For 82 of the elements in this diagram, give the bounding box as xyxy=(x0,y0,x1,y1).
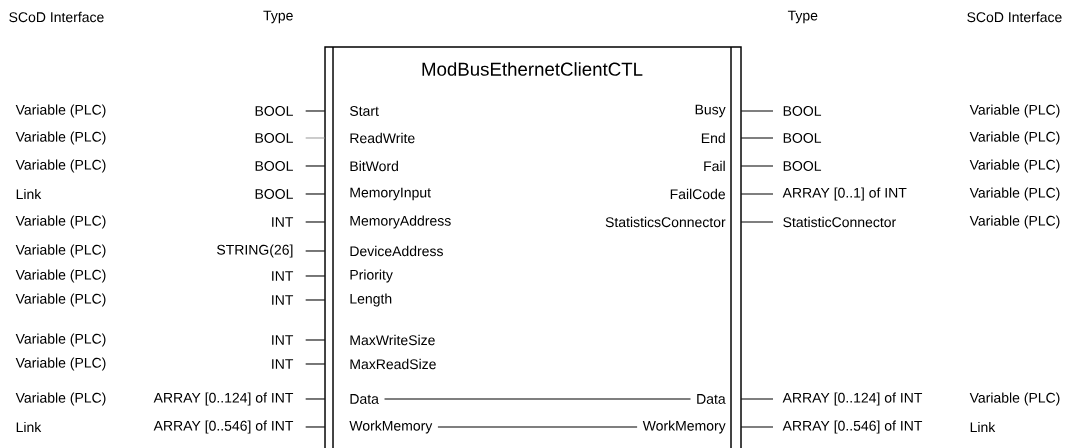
data-type: INT xyxy=(272,359,294,369)
pin-name: Priority xyxy=(350,269,393,283)
connector-line xyxy=(305,165,326,167)
connector-line xyxy=(305,426,326,428)
interface-label: Variable (PLC) xyxy=(15,269,106,283)
interface-label: Variable (PLC) xyxy=(969,159,1060,173)
connector-line xyxy=(740,137,774,139)
pin-name: Data xyxy=(697,394,726,404)
interface-label: Variable (PLC) xyxy=(969,187,1060,201)
data-type: BOOL xyxy=(255,161,293,171)
interface-label: Variable (PLC) xyxy=(969,215,1060,229)
pin-name: Start xyxy=(349,106,379,116)
data-type: INT xyxy=(272,295,294,305)
interface-label: Variable (PLC) xyxy=(15,159,106,173)
interface-label: Variable (PLC) xyxy=(15,104,106,118)
interface-label: Link xyxy=(16,421,42,433)
pin-name: MaxWriteSize xyxy=(350,334,435,346)
pin-name: MemoryAddress xyxy=(350,215,451,229)
pin-name: End xyxy=(701,132,725,144)
interface-label: Variable (PLC) xyxy=(969,392,1060,406)
data-type: StatisticConnector xyxy=(783,216,896,228)
interface-label: Variable (PLC) xyxy=(15,392,106,406)
data-type: BOOL xyxy=(783,133,822,143)
data-type: ARRAY [0..1] of INT xyxy=(782,187,907,201)
interface-label: Variable (PLC) xyxy=(15,131,106,145)
pin-name: BitWord xyxy=(350,160,398,172)
interface-label: Variable (PLC) xyxy=(15,357,106,371)
data-type: BOOL xyxy=(783,106,822,116)
data-type: BOOL xyxy=(255,189,293,199)
interface-label: Variable (PLC) xyxy=(15,244,106,258)
connector-line xyxy=(305,339,326,341)
column-header: SCoD Interface xyxy=(9,11,104,23)
connector-line xyxy=(740,110,774,112)
column-header: Type xyxy=(787,10,818,24)
interface-label: Variable (PLC) xyxy=(15,333,106,347)
pin-name: DeviceAddress xyxy=(350,245,443,257)
interface-label: Link xyxy=(16,188,42,200)
connector-line xyxy=(305,275,326,277)
data-type: INT xyxy=(272,335,294,345)
data-type: BOOL xyxy=(255,133,293,143)
interface-label: Link xyxy=(970,421,996,433)
pin-name: MemoryInput xyxy=(350,187,431,201)
connector-line xyxy=(305,193,326,195)
pin-name: MaxReadSize xyxy=(350,358,436,370)
data-type: INT xyxy=(272,217,294,227)
interface-label: Variable (PLC) xyxy=(15,215,106,229)
connector-line xyxy=(305,137,326,139)
pin-name: ReadWrite xyxy=(350,132,415,144)
connector-line xyxy=(383,398,692,400)
connector-line xyxy=(740,165,774,167)
pin-name: Data xyxy=(350,394,379,404)
connector-line xyxy=(740,193,774,195)
column-header: SCoD Interface xyxy=(967,11,1062,23)
pin-name: WorkMemory xyxy=(642,420,726,434)
data-type: STRING(26] xyxy=(217,244,293,258)
connector-line xyxy=(305,398,326,400)
data-type: ARRAY [0..124] of INT xyxy=(782,392,923,406)
connector-line xyxy=(437,426,638,428)
connector-line xyxy=(740,398,774,400)
data-type: BOOL xyxy=(255,106,293,116)
connector-line xyxy=(740,426,774,428)
column-header: Type xyxy=(263,10,293,24)
interface-label: Variable (PLC) xyxy=(969,131,1060,145)
pin-name: FailCode xyxy=(670,188,726,200)
data-type: INT xyxy=(272,271,294,281)
pin-name: StatisticsConnector xyxy=(605,216,726,228)
connector-line xyxy=(305,363,326,365)
connector-line xyxy=(305,221,326,223)
connector-line xyxy=(305,110,326,112)
data-type: ARRAY [0..124] of INT xyxy=(153,392,294,406)
pin-name: Busy xyxy=(695,104,726,118)
connector-line xyxy=(305,299,326,301)
data-type: ARRAY [0..546] of INT xyxy=(782,420,923,434)
connector-line xyxy=(305,250,326,252)
interface-label: Variable (PLC) xyxy=(15,293,106,307)
connector-line xyxy=(740,221,774,223)
pin-name: Length xyxy=(350,293,392,307)
data-type: BOOL xyxy=(783,161,822,171)
interface-label: Variable (PLC) xyxy=(969,104,1060,118)
data-type: ARRAY [0..546] of INT xyxy=(153,420,294,434)
pin-name: WorkMemory xyxy=(349,420,433,434)
pin-name: Fail xyxy=(704,160,725,172)
